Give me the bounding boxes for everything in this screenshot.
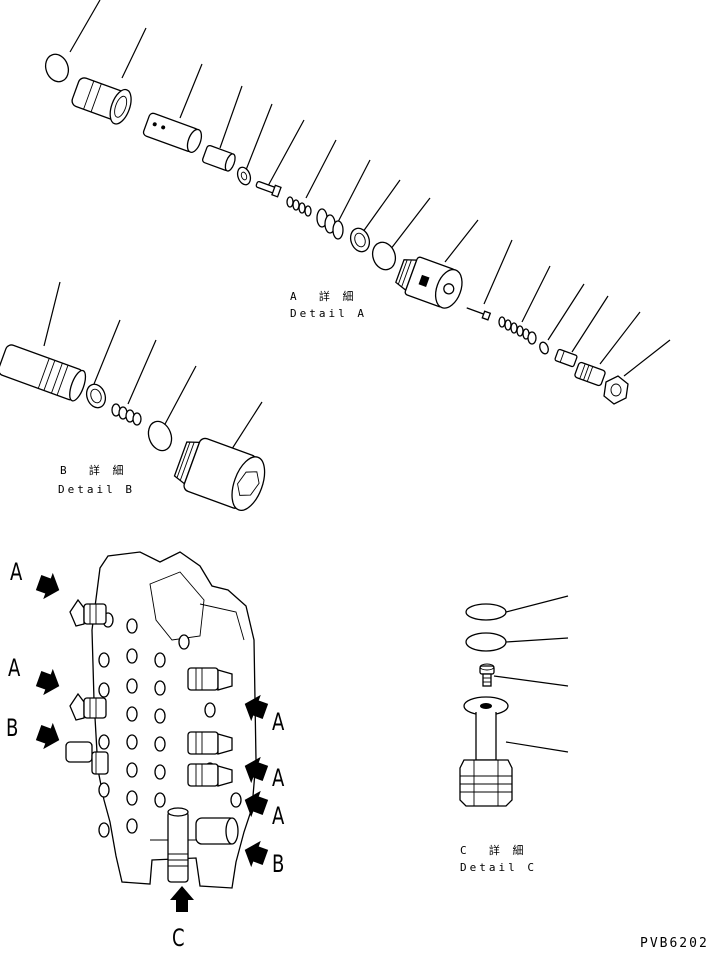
backup-ring [349, 227, 371, 253]
relief-valve-body [395, 256, 463, 309]
washer [236, 166, 252, 186]
valve-body-c [459, 696, 513, 807]
detail-b-leader-lines [43, 281, 263, 453]
detail-b-jp-label: B 詳 細 [60, 464, 127, 477]
detail-c-en-label: Detail C [460, 861, 537, 874]
spring-a1 [286, 196, 312, 217]
callout-left-b: B [6, 714, 19, 742]
drawing-code: PVB6202 [640, 936, 709, 951]
detail-b-exploded-view [0, 281, 266, 511]
control-valve-assembly [35, 551, 269, 912]
arrow-up-c [170, 886, 194, 912]
needle [466, 307, 492, 321]
spring-a2 [498, 316, 537, 345]
callout-right-a3: A [272, 802, 285, 830]
arrow-right-a3 [244, 790, 269, 818]
check-valve-spool [0, 344, 87, 402]
small-ring [539, 341, 549, 355]
arrow-right-a2 [244, 756, 269, 784]
callout-right-a1: A [272, 708, 285, 736]
detail-c-exploded-view [459, 595, 569, 807]
o-ring-2 [371, 241, 397, 271]
callout-left-a2: A [8, 654, 21, 682]
detail-a-jp-label: A 詳 細 [290, 290, 357, 303]
o-ring [44, 53, 70, 83]
callout-arrows [35, 572, 269, 912]
backup-ring-b [85, 383, 107, 409]
arrow-left-a2 [35, 668, 60, 696]
detail-a-leader-lines [69, 0, 671, 377]
arrow-right-b [244, 840, 269, 868]
arrow-right-a1 [244, 694, 269, 722]
sleeve [142, 112, 203, 154]
detail-a-en-label: Detail A [290, 307, 367, 320]
plug-b [173, 437, 266, 511]
adjusting-screw [554, 348, 578, 368]
installed-valve-cartridges [65, 598, 239, 883]
o-ring-b [147, 420, 173, 452]
o-ring-c1 [465, 603, 507, 621]
adjuster [574, 361, 606, 387]
callout-left-a1: A [10, 558, 23, 586]
detail-b-en-label: Detail B [58, 483, 135, 496]
arrow-left-a1 [35, 572, 60, 600]
piston [201, 144, 236, 172]
spring-seat [316, 208, 344, 240]
callout-right-b: B [272, 850, 285, 878]
detail-c-leader-lines [493, 595, 569, 753]
o-ring-c2 [465, 632, 507, 652]
callout-right-a2: A [272, 764, 285, 792]
screw-c [479, 663, 495, 687]
poppet [255, 180, 282, 198]
detail-c-jp-label: C 詳 細 [460, 844, 527, 857]
arrow-left-b [35, 722, 60, 750]
callout-bottom-c: C [172, 924, 185, 952]
spring-b [111, 403, 142, 426]
lock-nut [603, 375, 629, 405]
plug [71, 77, 132, 125]
detail-a-exploded-view [44, 0, 671, 405]
